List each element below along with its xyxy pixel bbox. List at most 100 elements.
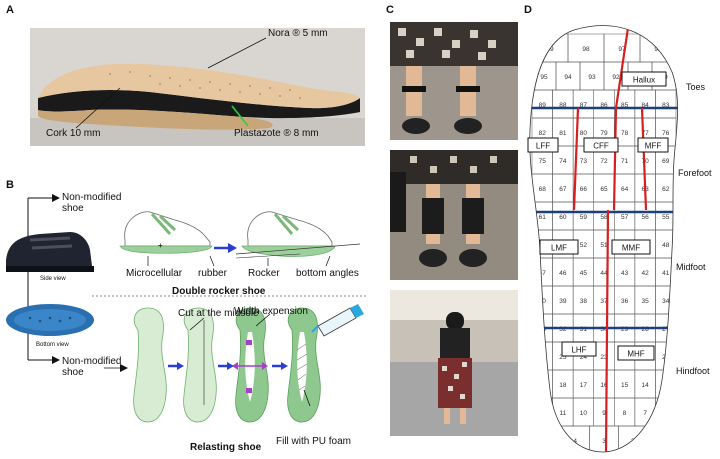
map-cell-number: 41 <box>662 270 670 277</box>
map-cell-number: 61 <box>539 214 547 221</box>
map-cell-number: 3 <box>602 438 606 445</box>
map-cell-number: 87 <box>580 102 588 109</box>
region-label-lmf: LMF <box>551 244 567 253</box>
map-cell-number: 71 <box>621 158 629 165</box>
map-cell-number: 14 <box>642 382 650 389</box>
map-cell-number: 88 <box>559 102 567 109</box>
region-box-lhf <box>561 341 597 357</box>
map-cell-number: 24 <box>580 354 588 361</box>
panel-b-drawing: + <box>6 194 368 423</box>
map-cell-number: 64 <box>621 186 629 193</box>
map-cell-number: 12 <box>539 410 547 417</box>
map-cell-number: 39 <box>559 298 567 305</box>
map-cell-number: 67 <box>559 186 567 193</box>
map-cell-number: 9 <box>602 410 606 417</box>
map-cell-number: 30 <box>600 326 608 333</box>
map-cell-number: 93 <box>588 74 596 81</box>
hindfoot-label: Hindfoot <box>676 366 710 376</box>
map-cell-number: 7 <box>643 410 647 417</box>
svg-text:+: + <box>158 241 163 250</box>
map-cell-number: 65 <box>600 186 608 193</box>
map-cell-number: 46 <box>559 270 567 277</box>
map-cell-number: 25 <box>559 354 567 361</box>
map-cell-number: 27 <box>662 326 670 333</box>
map-cell-number: 85 <box>621 102 629 109</box>
map-cell-number: 77 <box>642 130 650 137</box>
map-cell-number: 66 <box>580 186 588 193</box>
map-cell-number: 29 <box>621 326 629 333</box>
region-box-mmf <box>611 239 651 255</box>
region-label-hallux: Hallux <box>633 76 655 85</box>
map-cell-number: 68 <box>539 186 547 193</box>
map-cell-number: 36 <box>621 298 629 305</box>
region-label-lff: LFF <box>536 142 550 151</box>
red-line-center-top <box>612 27 630 211</box>
map-cell-number: 51 <box>600 242 608 249</box>
map-cell-number: 4 <box>573 438 577 445</box>
map-cell-number: 94 <box>564 74 572 81</box>
double-rocker-title: Double rocker shoe <box>172 286 266 297</box>
red-line-medial <box>640 107 648 211</box>
region-box-lff <box>527 137 559 153</box>
map-cell-number: 84 <box>642 102 650 109</box>
map-cell-number: 55 <box>662 214 670 221</box>
map-cell-number: 57 <box>621 214 629 221</box>
map-cell-number: 81 <box>559 130 567 137</box>
map-cell <box>531 425 562 453</box>
region-box-mff <box>637 137 669 153</box>
panel-a-label: A <box>6 4 14 16</box>
map-cell-number: 86 <box>600 102 608 109</box>
map-cell-number: 60 <box>559 214 567 221</box>
map-cell-number: 20 <box>662 354 670 361</box>
map-cell-number: 97 <box>618 46 626 53</box>
map-cell-number: 11 <box>559 410 566 417</box>
bottom-view-label: Bottom view <box>36 342 69 348</box>
region-box-cff <box>583 137 619 153</box>
map-cell-number: 59 <box>580 214 588 221</box>
map-cell-number: 89 <box>539 102 547 109</box>
map-cell-number: 19 <box>539 382 547 389</box>
map-cell-number: 38 <box>580 298 588 305</box>
map-cell-number: 74 <box>559 158 567 165</box>
region-label-lhf: LHF <box>571 346 586 355</box>
map-cell-number: 8 <box>623 410 627 417</box>
fill-pu-label: Fill with PU foam <box>276 436 352 447</box>
region-label-cff: CFF <box>593 142 609 151</box>
region-box-mhf <box>617 345 655 361</box>
map-cell-number: 82 <box>539 130 547 137</box>
map-cell-number: 95 <box>540 74 548 81</box>
map-cell-number: 56 <box>642 214 650 221</box>
region-label-mhf: MHF <box>627 350 644 359</box>
map-cell-number: 10 <box>580 410 588 417</box>
side-view-label: Side view <box>40 276 66 282</box>
map-cell-number: 17 <box>580 382 588 389</box>
shoe-label-2: shoe <box>62 367 84 378</box>
map-cell-number: 15 <box>621 382 629 389</box>
map-cell-number: 70 <box>642 158 650 165</box>
nora-label: Nora ® 5 mm <box>268 28 328 39</box>
map-cell-number: 58 <box>600 214 608 221</box>
map-cell-number: 62 <box>662 186 670 193</box>
map-cell-number: 83 <box>662 102 670 109</box>
map-cell-number: 23 <box>600 354 608 361</box>
map-cell-number: 28 <box>642 326 650 333</box>
region-box-lmf <box>539 239 579 255</box>
map-cell-number: 42 <box>642 270 650 277</box>
map-cell-number: 76 <box>662 130 670 137</box>
map-cell-number: 35 <box>642 298 650 305</box>
map-cell-number: 26 <box>539 354 547 361</box>
red-line-center-bottom <box>604 209 610 453</box>
map-cell <box>531 397 553 427</box>
map-cell-number: 78 <box>621 130 629 137</box>
map-cell-number: 13 <box>662 382 670 389</box>
region-label-mmf: MMF <box>622 244 640 253</box>
red-line-lateral <box>572 107 580 211</box>
rubber-label: rubber <box>198 268 227 279</box>
map-cell-number: 80 <box>580 130 588 137</box>
map-cell-number: 47 <box>539 270 547 277</box>
cork-label: Cork 10 mm <box>46 128 101 139</box>
rocker-label: Rocker <box>248 268 280 279</box>
region-label-mff: MFF <box>645 142 662 151</box>
plastazote-label: Plastazote ® 8 mm <box>234 128 319 139</box>
map-cell-number: 92 <box>612 74 620 81</box>
